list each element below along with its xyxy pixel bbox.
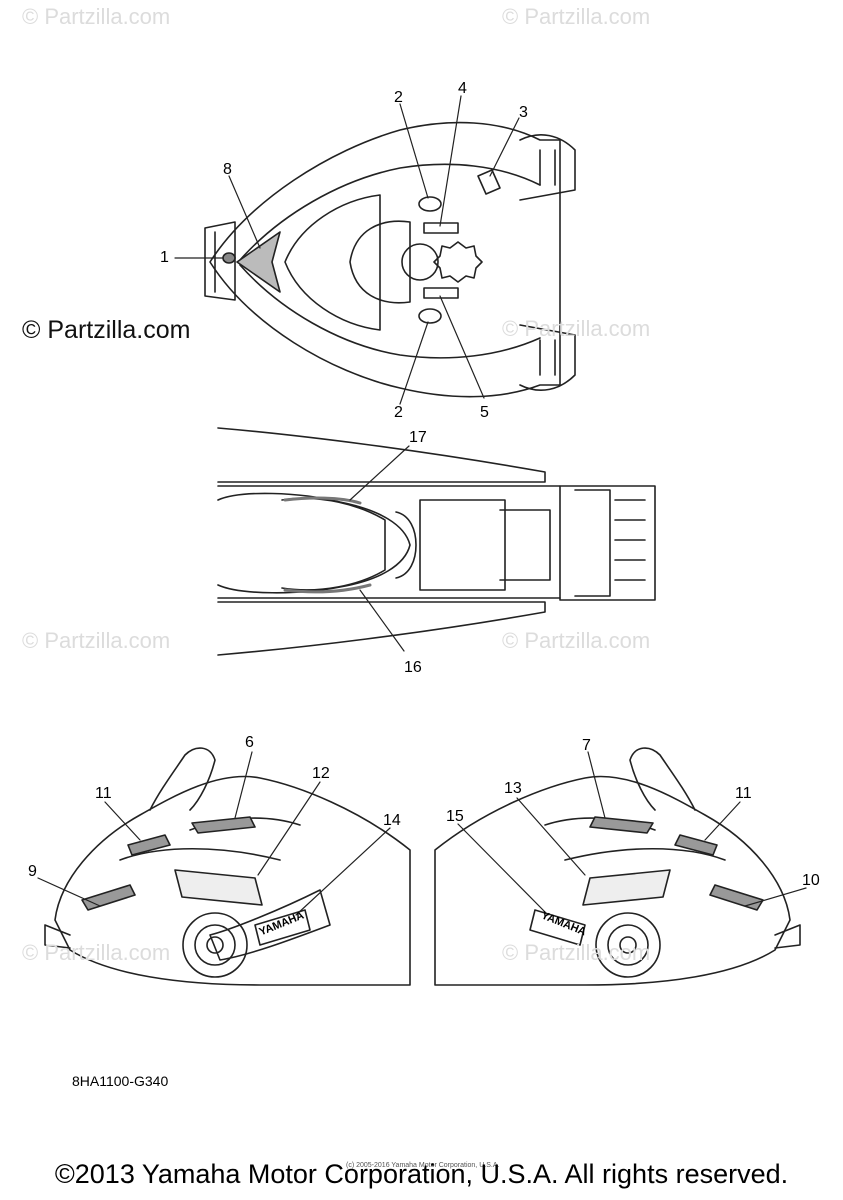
callout-14: 14 <box>383 812 401 829</box>
callout-2-bottom: 2 <box>394 404 403 421</box>
callout-13: 13 <box>504 780 522 797</box>
callout-4: 4 <box>458 80 467 97</box>
watermark: © Partzilla.com <box>502 628 651 653</box>
watermark: © Partzilla.com <box>22 316 191 344</box>
callout-7: 7 <box>582 737 591 754</box>
callout-16: 16 <box>404 659 422 676</box>
watermark: © Partzilla.com <box>22 4 171 29</box>
callout-11-right: 11 <box>735 785 752 802</box>
right-side-view <box>434 747 807 986</box>
callout-8: 8 <box>223 161 232 178</box>
watermark: © Partzilla.com <box>22 940 171 965</box>
callout-12: 12 <box>312 765 330 782</box>
left-side-view <box>37 747 411 986</box>
deck-view <box>217 427 656 656</box>
watermark: © Partzilla.com <box>502 316 651 341</box>
watermark: © Partzilla.com <box>22 628 171 653</box>
callout-2-top: 2 <box>394 89 403 106</box>
callout-9: 9 <box>28 863 37 880</box>
callout-5: 5 <box>480 404 489 421</box>
callout-15: 15 <box>446 808 464 825</box>
callout-17: 17 <box>409 429 427 446</box>
watermark: © Partzilla.com <box>502 940 651 965</box>
callout-6: 6 <box>245 734 254 751</box>
copyright-notice: ©2013 Yamaha Motor Corporation, U.S.A. A… <box>54 1159 789 1189</box>
callout-10: 10 <box>802 872 820 889</box>
callout-11-left: 11 <box>95 785 112 802</box>
callout-1: 1 <box>160 249 169 266</box>
watermark: © Partzilla.com <box>502 4 651 29</box>
diagram-code: 8HA1100-G340 <box>72 1073 169 1089</box>
small-copyright: (c) 2005-2016 Yamaha Motor Corporation, … <box>346 1162 500 1169</box>
callout-3: 3 <box>519 104 528 121</box>
top-view <box>174 95 576 405</box>
